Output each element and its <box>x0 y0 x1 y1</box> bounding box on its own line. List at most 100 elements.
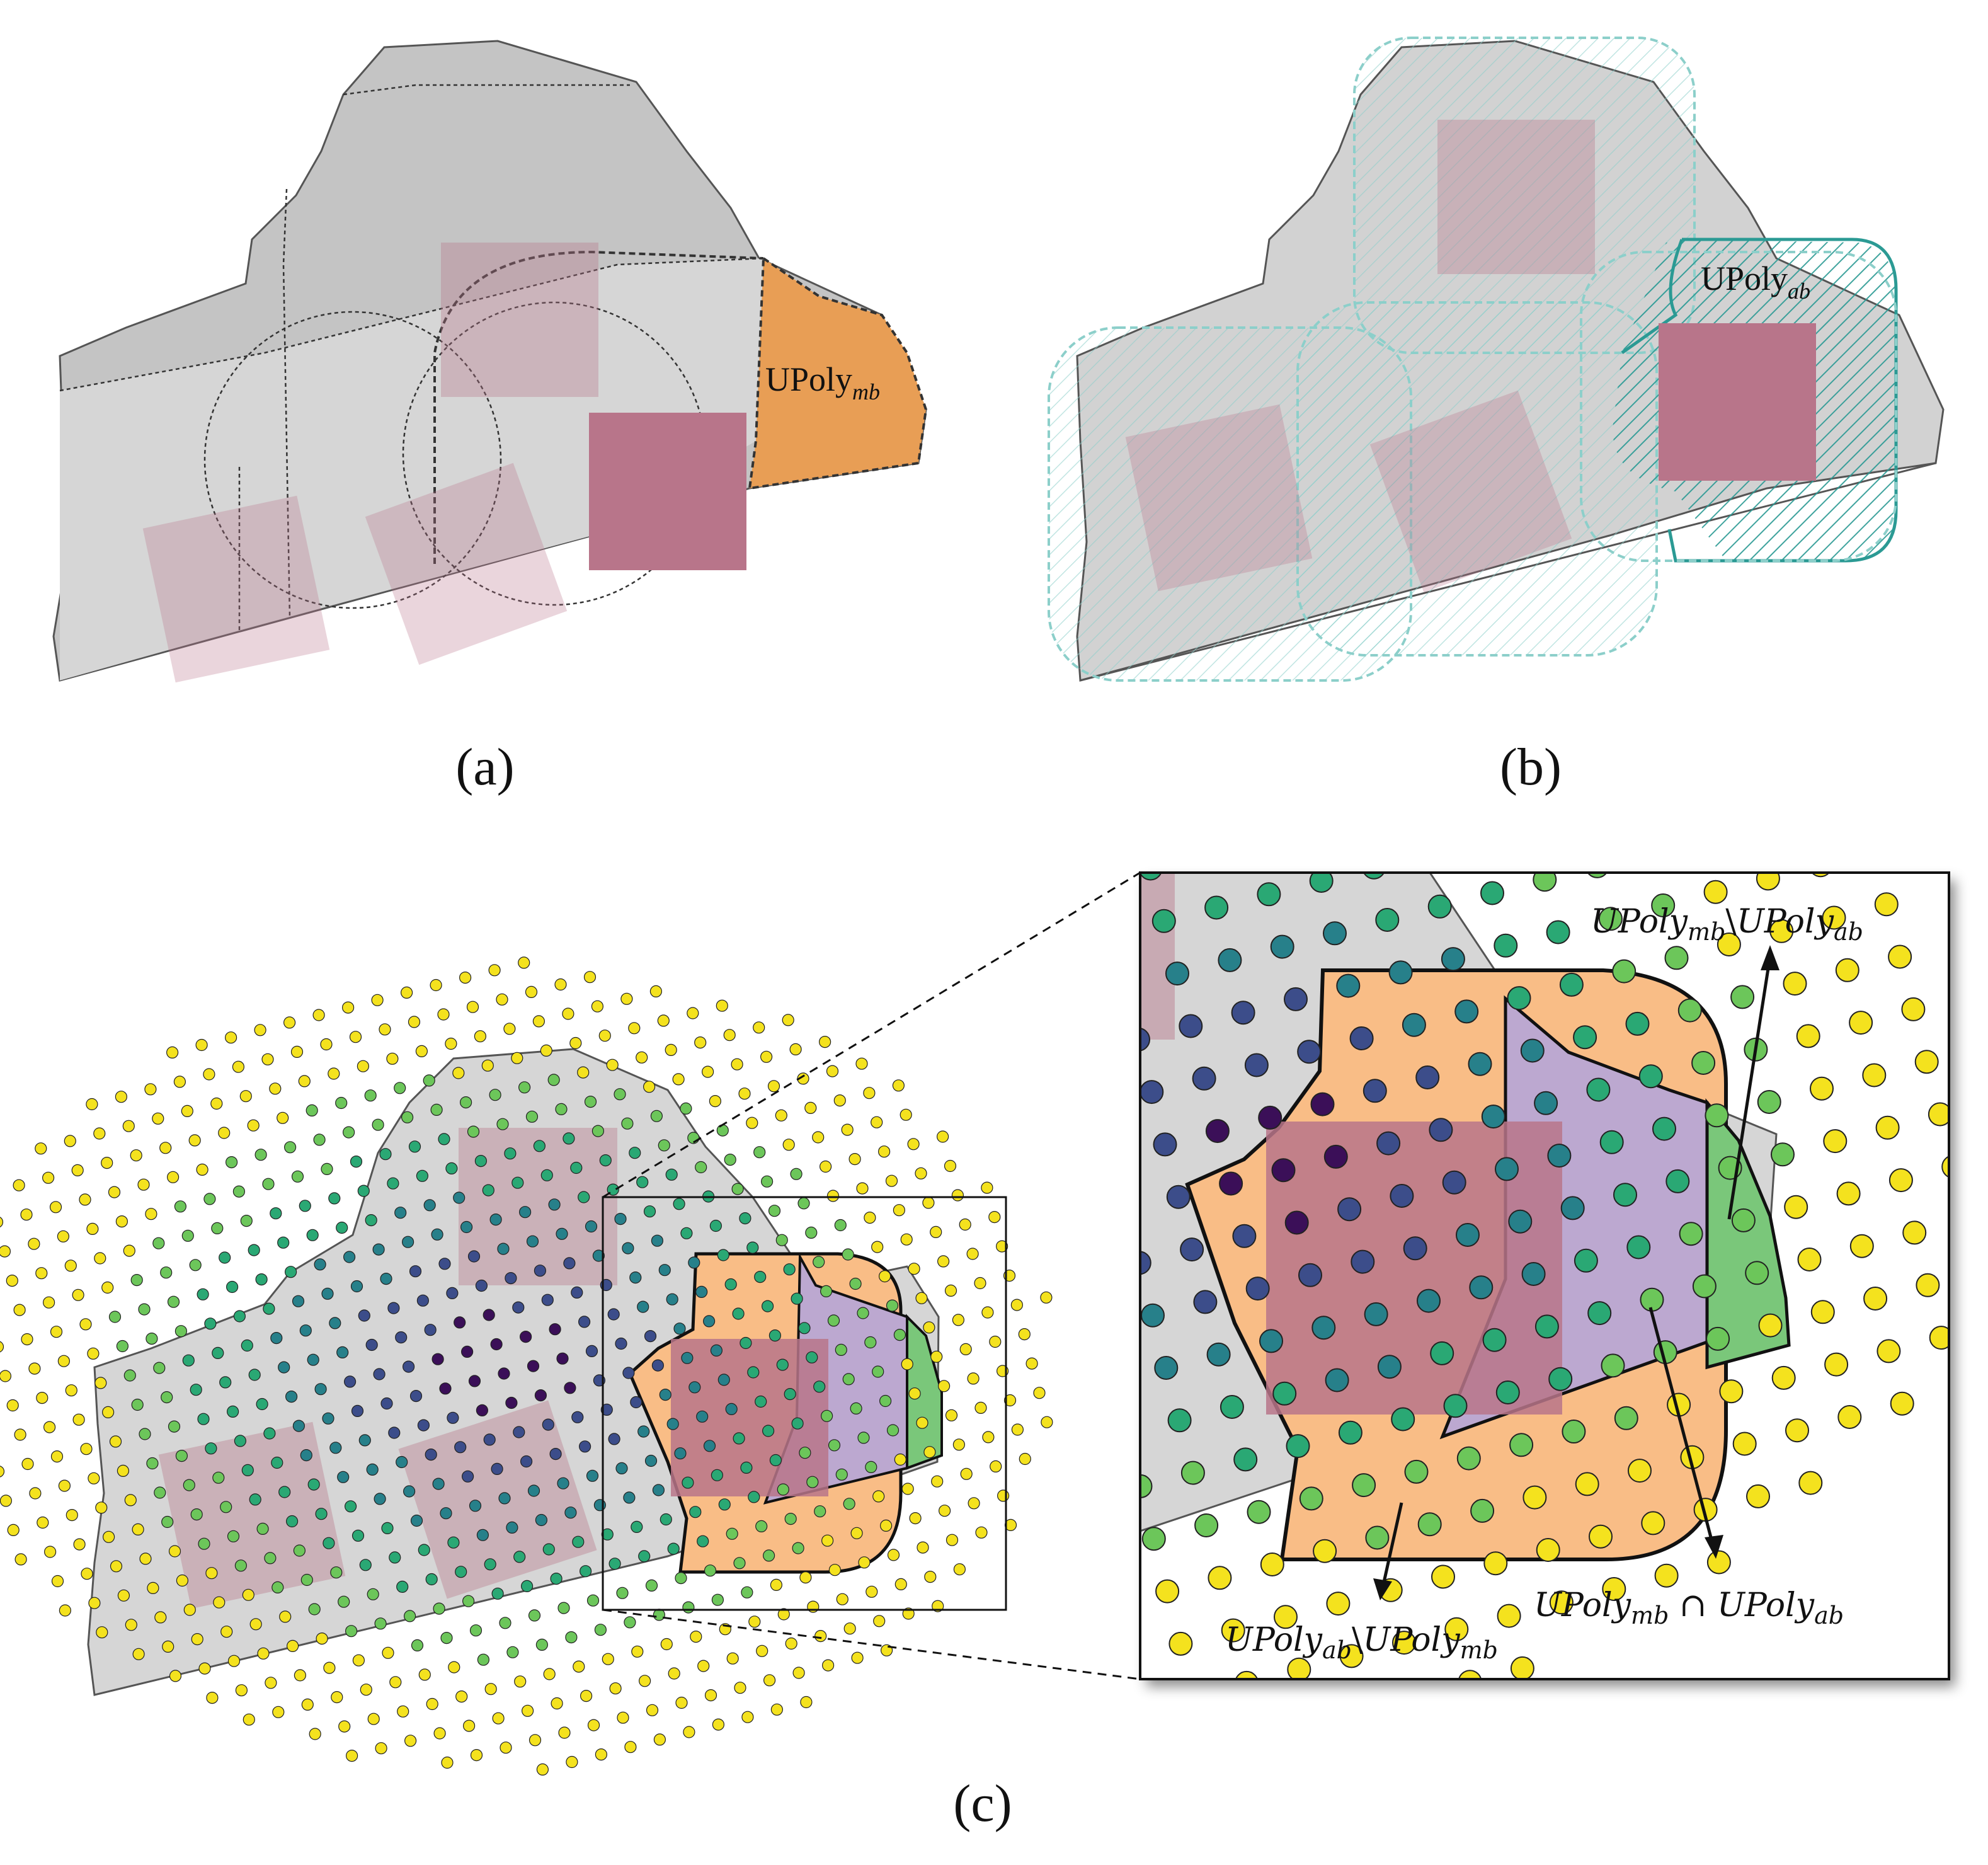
sample-dot <box>525 985 538 999</box>
sample-dot <box>606 1059 619 1071</box>
sample-dot <box>863 1087 876 1099</box>
sample-dot <box>0 1370 11 1382</box>
sample-dot <box>1941 1156 1949 1178</box>
sample-dot <box>952 1438 966 1451</box>
sample-dot <box>578 1440 591 1453</box>
sample-dot <box>842 1248 854 1261</box>
sample-dot <box>591 1125 605 1137</box>
sample-dot <box>877 924 900 947</box>
sample-dot <box>1167 1408 1192 1433</box>
sample-dot <box>372 1243 385 1256</box>
sample-dot <box>756 1644 768 1657</box>
sample-dot <box>1797 1248 1822 1271</box>
sample-dot <box>651 1234 664 1247</box>
sample-dot <box>849 1277 862 1290</box>
sample-dot <box>307 1353 319 1366</box>
sample-dot <box>696 1410 709 1423</box>
sample-dot <box>592 1249 605 1262</box>
sample-dot <box>249 1618 262 1631</box>
sample-dot <box>181 1105 193 1118</box>
sample-dot <box>841 1123 854 1136</box>
sample-dot <box>1140 873 1162 881</box>
obstacle-c-left-faded <box>158 1421 346 1609</box>
sample-dot <box>733 1557 746 1569</box>
sample-dot <box>754 1270 767 1283</box>
sample-dot <box>1562 1420 1586 1443</box>
sample-dot <box>1063 1436 1086 1459</box>
sample-dot <box>753 1021 765 1034</box>
sample-dot <box>188 1134 201 1147</box>
sample-dot <box>364 1089 377 1102</box>
sample-dot <box>644 1454 658 1467</box>
sample-dot <box>806 1351 818 1363</box>
sample-dot <box>981 1181 993 1194</box>
sample-dot <box>36 1392 49 1404</box>
sample-dot <box>1458 1670 1482 1679</box>
sample-dot <box>1849 1011 1873 1035</box>
sample-dot <box>577 1066 590 1079</box>
sample-dot <box>1165 739 1187 762</box>
sample-dot <box>248 1369 261 1381</box>
sample-dot <box>6 1274 18 1287</box>
sample-dot <box>417 1419 430 1432</box>
sample-dot <box>1168 1631 1193 1656</box>
zoom-frame-border <box>1139 871 1950 1680</box>
sample-dot <box>504 1147 517 1160</box>
sample-dot <box>536 1763 549 1776</box>
sample-dot <box>29 1487 42 1500</box>
sample-dot <box>373 1368 386 1380</box>
sample-dot <box>894 1578 907 1590</box>
sample-dot <box>997 1173 1019 1196</box>
sample-dot <box>261 1053 274 1065</box>
sample-dot <box>263 1427 276 1440</box>
sample-dot <box>300 1573 313 1587</box>
sample-dot <box>1823 1129 1848 1154</box>
sample-dot <box>936 1130 949 1143</box>
sample-dot <box>985 1568 1008 1590</box>
sample-dot <box>585 1345 598 1357</box>
sample-dot <box>116 1340 129 1353</box>
sample-dot <box>716 999 728 1012</box>
sample-dot <box>454 1441 467 1454</box>
sample-dot <box>551 1697 563 1710</box>
sample-dot <box>518 956 530 969</box>
sample-dot <box>1021 832 1044 854</box>
sample-dot <box>1270 712 1293 735</box>
sample-dot <box>343 1251 356 1263</box>
sample-dot <box>183 1604 196 1616</box>
upoly-mb-outline <box>433 250 764 564</box>
sample-dot <box>814 1630 827 1643</box>
arrow-mb-minus-ab-head <box>1761 945 1779 970</box>
sample-dot <box>1101 1147 1124 1169</box>
sample-dot <box>283 1016 296 1029</box>
sample-dot <box>731 794 754 817</box>
sample-dot <box>1040 1291 1053 1304</box>
sample-dot <box>1456 1446 1481 1471</box>
sample-dot <box>374 1617 387 1630</box>
sample-dot <box>711 1469 724 1481</box>
sample-dot <box>1402 1013 1426 1037</box>
sample-dot <box>1614 1406 1638 1430</box>
sample-dot <box>1365 1525 1390 1550</box>
sample-dot <box>683 1726 695 1738</box>
sample-dot <box>95 1501 108 1514</box>
sample-dot <box>0 1466 5 1478</box>
sample-dot <box>489 1089 501 1101</box>
sample-dot <box>1822 905 1846 930</box>
sample-dot <box>425 1449 437 1461</box>
sample-dot <box>649 985 663 998</box>
sample-dot <box>889 754 911 776</box>
sample-dot <box>50 1450 64 1463</box>
sample-dot <box>1141 1303 1165 1328</box>
sample-dot <box>1730 762 1752 785</box>
sample-dot <box>233 1310 246 1323</box>
sample-dot <box>1402 790 1424 813</box>
sample-dot <box>400 986 413 999</box>
sample-dot <box>806 1476 819 1488</box>
sample-dot <box>1706 1326 1730 1351</box>
sample-dot <box>367 1588 379 1600</box>
panel-c-zoom: UPolymb\UPolyab UPolymb ∩ UPolyab UPolya… <box>731 712 1950 1680</box>
sample-dot <box>263 1302 275 1315</box>
sample-dot <box>1509 1433 1534 1457</box>
sample-dot <box>818 1035 831 1048</box>
